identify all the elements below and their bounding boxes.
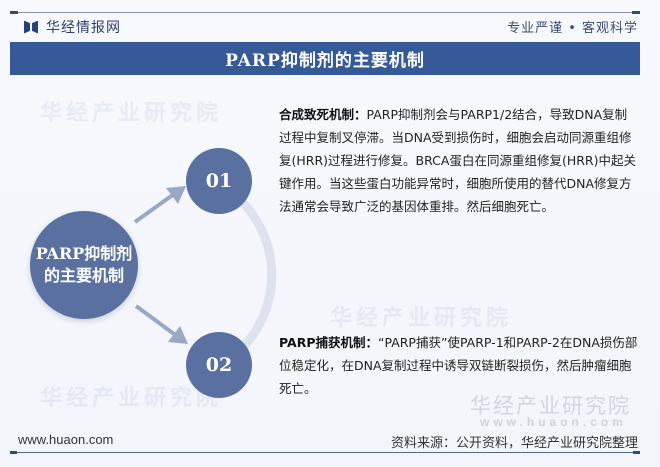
divider-cap — [10, 11, 18, 14]
watermark: 华经产业研究院 — [330, 306, 513, 331]
node-02: 02 — [186, 332, 252, 398]
divider-cap — [10, 451, 17, 454]
mechanism-2-text: “PARP捕获”使PARP-1和PARP-2在DNA损伤部位稳定化，在DNA复制… — [279, 335, 638, 396]
divider-cap — [633, 451, 640, 454]
page-title: PARP抑制剂的主要机制 — [225, 51, 425, 71]
watermark-logo: 华经产业研究院 — [470, 394, 631, 418]
watermark: 华经产业研究院 — [40, 386, 223, 411]
slogan: 专业严谨 • 客观科学 — [507, 21, 638, 36]
top-divider-right — [320, 12, 640, 13]
mechanism-2-label: PARP捕获机制： — [279, 335, 378, 350]
divider-cap — [632, 11, 640, 14]
center-node: PARP抑制剂 的主要机制 — [30, 211, 138, 319]
brand-name: 华经情报网 — [46, 20, 121, 36]
arrow-down-right-icon — [134, 304, 188, 344]
mechanism-1-text: PARP抑制剂会与PARP1/2结合，导致DNA复制过程中复制叉停滞。当DNA受… — [279, 107, 636, 214]
node-01: 01 — [186, 148, 252, 214]
watermark-url: www.huaon.com — [480, 415, 627, 429]
footer-url: www.huaon.com — [18, 432, 114, 447]
footer-divider — [10, 452, 640, 453]
mechanism-1-label: 合成致死机制： — [279, 107, 367, 122]
center-node-line1: PARP抑制剂 — [35, 244, 133, 263]
brand-logo: 华经情报网 — [24, 16, 121, 38]
footer-source: 资料来源：公开资料，华经产业研究院整理 — [390, 436, 638, 451]
top-divider — [10, 12, 320, 13]
title-bar: PARP抑制剂的主要机制 — [10, 42, 640, 75]
center-node-line2: 的主要机制 — [43, 266, 124, 285]
book-logo-icon — [24, 20, 38, 34]
mechanism-2-description: PARP捕获机制：“PARP捕获”使PARP-1和PARP-2在DNA损伤部位稳… — [279, 331, 639, 400]
mechanism-1-description: 合成致死机制：PARP抑制剂会与PARP1/2结合，导致DNA复制过程中复制叉停… — [279, 103, 639, 218]
arrow-up-right-icon — [133, 186, 186, 224]
watermark: 华经产业研究院 — [40, 101, 223, 126]
connector-arc — [240, 200, 277, 350]
